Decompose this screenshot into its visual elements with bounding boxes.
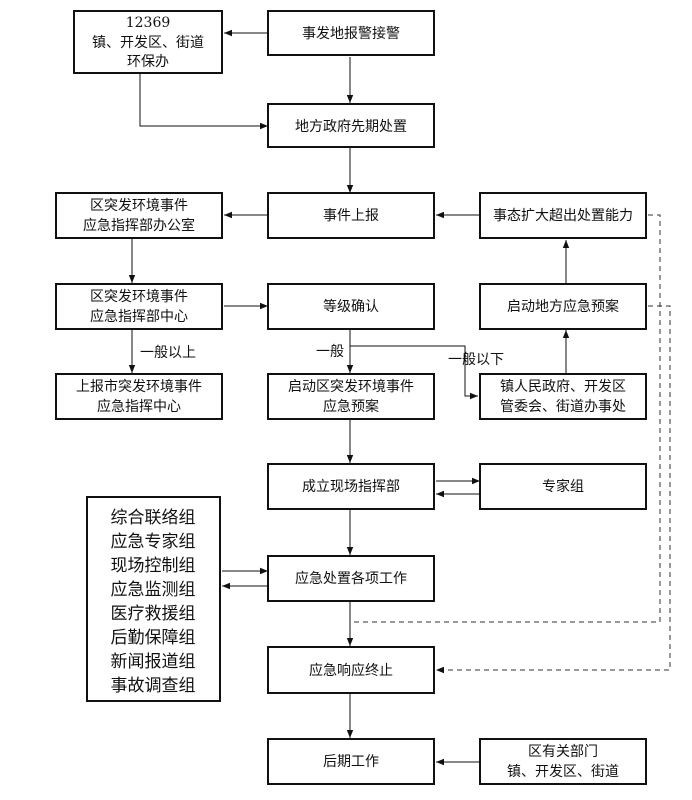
box-city-center: 上报市突发环境事件 应急指挥中心: [55, 373, 223, 420]
box-alarm: 事发地报警接警: [267, 10, 435, 56]
group-item-2: 应急专家组: [111, 532, 196, 552]
box-grade: 等级确认: [267, 283, 435, 330]
box-hotline: 12369 镇、开发区、街道 环保办: [73, 10, 223, 74]
group-item-7: 新闻报道组: [111, 652, 196, 672]
box-experts: 专家组: [479, 463, 647, 510]
connectors: [128, 29, 671, 766]
box-district-office-line-2: 应急指挥部办公室: [83, 217, 195, 234]
box-district-plan: 启动区突发环境事件 应急预案: [267, 373, 435, 420]
box-city-center-line-1: 上报市突发环境事件: [76, 378, 202, 395]
box-hotline-line-3: 环保办: [127, 54, 169, 70]
box-experts-label: 专家组: [542, 478, 584, 495]
box-grade-label: 等级确认: [323, 298, 379, 315]
arrow-grade-to-town-gov: [350, 345, 478, 400]
dashed-loop-local-plan-to-end: [436, 305, 671, 674]
box-hotline-line-1: 12369: [126, 15, 171, 31]
box-end: 应急响应终止: [267, 646, 435, 694]
box-end-label: 应急响应终止: [309, 662, 393, 679]
box-depts-line-2: 镇、开发区、街道: [507, 764, 619, 780]
label-above-general: 一般以上: [140, 345, 196, 361]
box-onsite-hq: 成立现场指挥部: [267, 463, 435, 510]
box-town-gov-line-2: 管委会、街道办事处: [500, 399, 626, 415]
box-town-gov: 镇人民政府、开发区 管委会、街道办事处: [479, 373, 647, 420]
box-district-plan-line-1: 启动区突发环境事件: [288, 379, 414, 395]
box-hotline-line-2: 镇、开发区、街道: [92, 35, 204, 51]
box-escalate: 事态扩大超出处置能力: [479, 192, 647, 239]
box-groups: 综合联络组 应急专家组 现场控制组 应急监测组 医疗救援组 后勤保障组 新闻报道…: [86, 496, 221, 702]
box-local-first: 地方政府先期处置: [267, 103, 435, 148]
box-report: 事件上报: [267, 192, 435, 239]
box-alarm-label: 事发地报警接警: [302, 25, 400, 42]
box-tasks: 应急处置各项工作: [267, 555, 435, 602]
group-item-3: 现场控制组: [111, 556, 196, 576]
box-depts-line-1: 区有关部门: [528, 744, 598, 760]
box-aftermath: 后期工作: [267, 738, 435, 785]
box-district-center: 区突发环境事件 应急指挥部中心: [55, 283, 223, 330]
box-district-office-line-1: 区突发环境事件: [90, 198, 188, 214]
group-item-5: 医疗救援组: [111, 604, 196, 624]
box-local-plan: 启动地方应急预案: [479, 283, 647, 330]
arrow-hotline-to-local-first: [139, 74, 268, 130]
box-town-gov-line-1: 镇人民政府、开发区: [500, 379, 626, 395]
box-onsite-hq-label: 成立现场指挥部: [302, 479, 400, 495]
box-district-office: 区突发环境事件 应急指挥部办公室: [55, 192, 223, 239]
box-aftermath-label: 后期工作: [323, 754, 379, 770]
box-district-center-line-1: 区突发环境事件: [90, 289, 188, 305]
box-report-label: 事件上报: [323, 208, 379, 224]
box-local-plan-label: 启动地方应急预案: [507, 298, 619, 315]
label-general: 一般: [316, 344, 344, 360]
box-escalate-label: 事态扩大超出处置能力: [493, 208, 633, 224]
box-city-center-line-2: 应急指挥中心: [97, 398, 181, 415]
box-local-first-label: 地方政府先期处置: [295, 119, 407, 135]
box-tasks-label: 应急处置各项工作: [295, 570, 407, 587]
box-district-center-line-2: 应急指挥部中心: [90, 308, 188, 325]
group-item-1: 综合联络组: [111, 508, 196, 528]
box-depts: 区有关部门 镇、开发区、街道: [479, 738, 647, 785]
group-item-6: 后勤保障组: [111, 628, 196, 648]
label-below-general: 一般以下: [448, 352, 504, 368]
group-item-4: 应急监测组: [111, 580, 196, 600]
box-district-plan-line-2: 应急预案: [323, 398, 379, 415]
group-item-8: 事故调查组: [111, 676, 196, 696]
